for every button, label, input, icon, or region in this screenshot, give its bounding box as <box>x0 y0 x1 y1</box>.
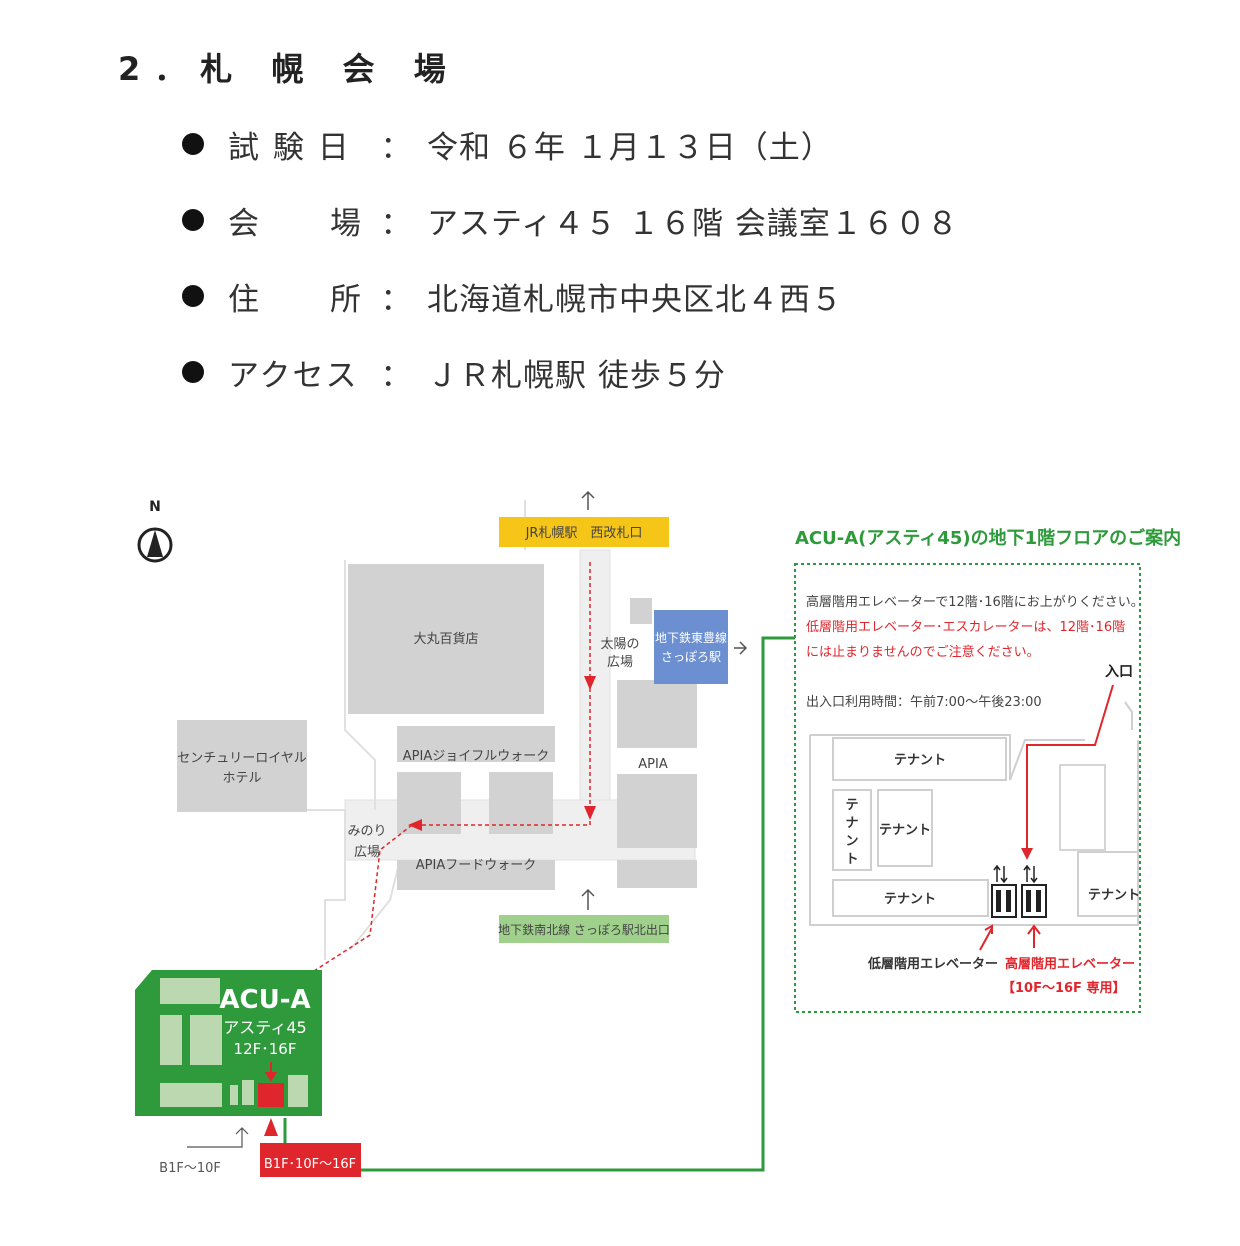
daimaru-label: 大丸百貨店 <box>413 631 478 647</box>
high-floor-entrance-label: B1F･10F～16F <box>264 1157 356 1172</box>
entrance-label: 入口 <box>1105 664 1133 680</box>
taiyo-label-2: 広場 <box>607 655 633 670</box>
taiyo-label-1: 太陽の <box>600 637 639 652</box>
high-elevator-label: 高層階用エレベーター <box>1005 956 1135 972</box>
toho-label-1: 地下鉄東豊線 <box>655 630 727 645</box>
info-row-access: アクセス ： ＪＲ札幌駅 徒歩５分 <box>182 348 726 396</box>
elevator-icon <box>991 864 1017 918</box>
bullet-icon <box>182 133 204 155</box>
floor-guide-note-2: 低層階用エレベーター･エスカレーターは、12階･16階 <box>806 620 1125 635</box>
north-compass-icon: N <box>137 499 173 563</box>
info-label: 試 験 日 <box>228 129 351 166</box>
tenant-label: テナント <box>894 753 946 768</box>
floor-guide-note-3: には止まりませんのでご注意ください。 <box>806 644 1040 660</box>
bullet-icon <box>182 361 204 383</box>
section-heading: 2．札 幌 会 場 <box>118 50 460 88</box>
tenant-vertical-char: ナ <box>845 816 858 831</box>
minori-label-2: 広場 <box>354 845 380 860</box>
info-label: 会場 <box>228 205 363 242</box>
apia-joyful-label: APIAジョイフルウォーク <box>403 749 549 764</box>
building-blocks <box>177 517 728 943</box>
floors-label: 12F･16F <box>234 1040 297 1058</box>
namboku-exit-label: 地下鉄南北線 さっぽろ駅北出口 <box>498 922 670 937</box>
tenant-vertical-char: テ <box>845 798 858 813</box>
tenant-label: テナント <box>884 892 936 907</box>
apia-label: APIA <box>638 757 668 772</box>
colon: ： <box>380 357 412 394</box>
colon: ： <box>380 205 412 242</box>
asty-label: アスティ45 <box>223 1018 306 1037</box>
connector-line <box>361 636 795 1172</box>
info-value: 令和 ６年 １月１３日（土） <box>427 129 833 166</box>
century-label-1: センチュリーロイヤル <box>177 751 307 766</box>
info-label: アクセス <box>228 357 359 394</box>
jr-exit-label: JR札幌駅 西改札口 <box>525 525 643 541</box>
colon: ： <box>380 281 412 318</box>
colon: ： <box>380 129 412 166</box>
arrow-icons <box>187 490 748 1148</box>
svg-text:N: N <box>149 499 161 515</box>
entrance-markers: B1F･10F～16F B1F～10F <box>159 1118 361 1177</box>
floor-guide: ACU-A(アスティ45)の地下1階フロアのご案内 高層階用エレベーターで12階… <box>794 527 1181 1013</box>
low-floor-entrance-label: B1F～10F <box>159 1161 221 1176</box>
high-elevator-note: 【10F～16F 専用】 <box>1002 980 1125 996</box>
bullet-icon <box>182 285 204 307</box>
info-row-venue: 会場 ： アスティ４５ １６階 会議室１６０８ <box>182 196 959 244</box>
floor-guide-title: ACU-A(アスティ45)の地下1階フロアのご案内 <box>795 527 1181 549</box>
minori-label-1: みのり <box>347 824 386 839</box>
info-row-address: 住所 ： 北海道札幌市中央区北４西５ <box>182 272 843 320</box>
floor-guide-note-1: 高層階用エレベーターで12階･16階にお上がりください。 <box>806 594 1144 610</box>
tenant-label: テナント <box>1088 888 1140 903</box>
map-labels: JR札幌駅 西改札口 大丸百貨店 太陽の 広場 地下鉄東豊線 さっぽろ駅 センチ… <box>177 525 727 937</box>
elevator-icon <box>1021 864 1047 918</box>
apia-food-label: APIAフードウォーク <box>416 858 536 873</box>
century-label-2: ホテル <box>222 771 261 786</box>
low-elevator-label: 低層階用エレベーター <box>867 956 998 972</box>
tenant-vertical-char: ン <box>845 834 858 849</box>
tenant-label: テナント <box>879 823 931 838</box>
info-value: 北海道札幌市中央区北４西５ <box>427 281 843 318</box>
hours-label: 出入口利用時間：午前7:00～午後23:00 <box>806 694 1042 710</box>
info-label: 住所 <box>228 281 363 318</box>
info-row-exam-date: 試 験 日 ： 令和 ６年 １月１３日（土） <box>182 120 833 168</box>
info-value: ＪＲ札幌駅 徒歩５分 <box>427 357 726 394</box>
bullet-icon <box>182 209 204 231</box>
venue-map: N JR札幌駅 西改札口 大丸百貨店 太陽の 広場 地下鉄東豊線 さっぽろ駅 <box>135 490 1181 1177</box>
tenant-vertical-char: ト <box>845 852 858 867</box>
acu-a-label: ACU-A <box>219 985 310 1015</box>
acu-a-building: ACU-A アスティ45 12F･16F <box>135 970 322 1116</box>
toho-label-2: さっぽろ駅 <box>661 650 721 664</box>
route-line <box>299 562 596 981</box>
info-value: アスティ４５ １６階 会議室１６０８ <box>427 205 959 242</box>
